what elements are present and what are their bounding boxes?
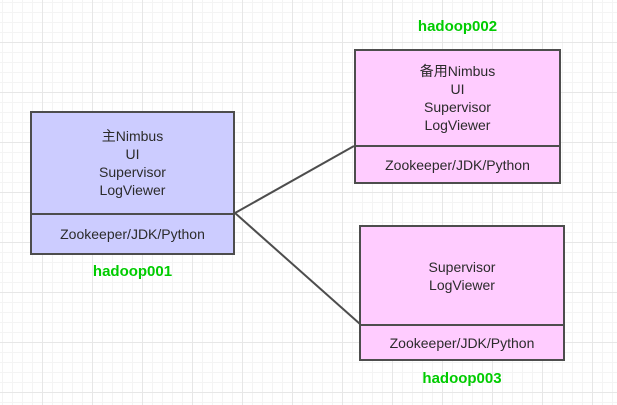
node-label-hadoop002: hadoop002 [417,18,498,35]
node-label-hadoop001: hadoop001 [92,263,173,280]
service-line: Supervisor [424,99,491,115]
service-line: LogViewer [99,182,166,198]
service-line: LogViewer [429,276,495,293]
node-hadoop002: 备用Nimbus UI Supervisor LogViewer Zookeep… [354,49,561,184]
edge-hadoop001-hadoop002 [234,145,355,214]
node-hadoop001: 主Nimbus UI Supervisor LogViewer Zookeepe… [30,111,235,255]
node-hadoop001-base-layer: Zookeeper/JDK/Python [32,213,233,253]
service-line: Supervisor [99,164,166,180]
node-label-hadoop003: hadoop003 [422,370,502,387]
service-line: 主Nimbus [101,128,164,144]
service-line: LogViewer [424,117,491,133]
edge-hadoop001-hadoop003 [234,212,361,325]
node-hadoop003-base-layer: Zookeeper/JDK/Python [361,324,563,359]
service-line: UI [450,81,465,97]
node-hadoop003-services: Supervisor LogViewer [361,227,563,324]
node-hadoop001-services: 主Nimbus UI Supervisor LogViewer [32,113,233,213]
service-line: Supervisor [428,258,496,275]
node-hadoop003: Supervisor LogViewer Zookeeper/JDK/Pytho… [359,225,565,361]
node-hadoop002-base-layer: Zookeeper/JDK/Python [356,145,559,182]
service-line: UI [125,146,140,162]
service-line: 备用Nimbus [419,63,496,79]
node-hadoop002-services: 备用Nimbus UI Supervisor LogViewer [356,51,559,145]
